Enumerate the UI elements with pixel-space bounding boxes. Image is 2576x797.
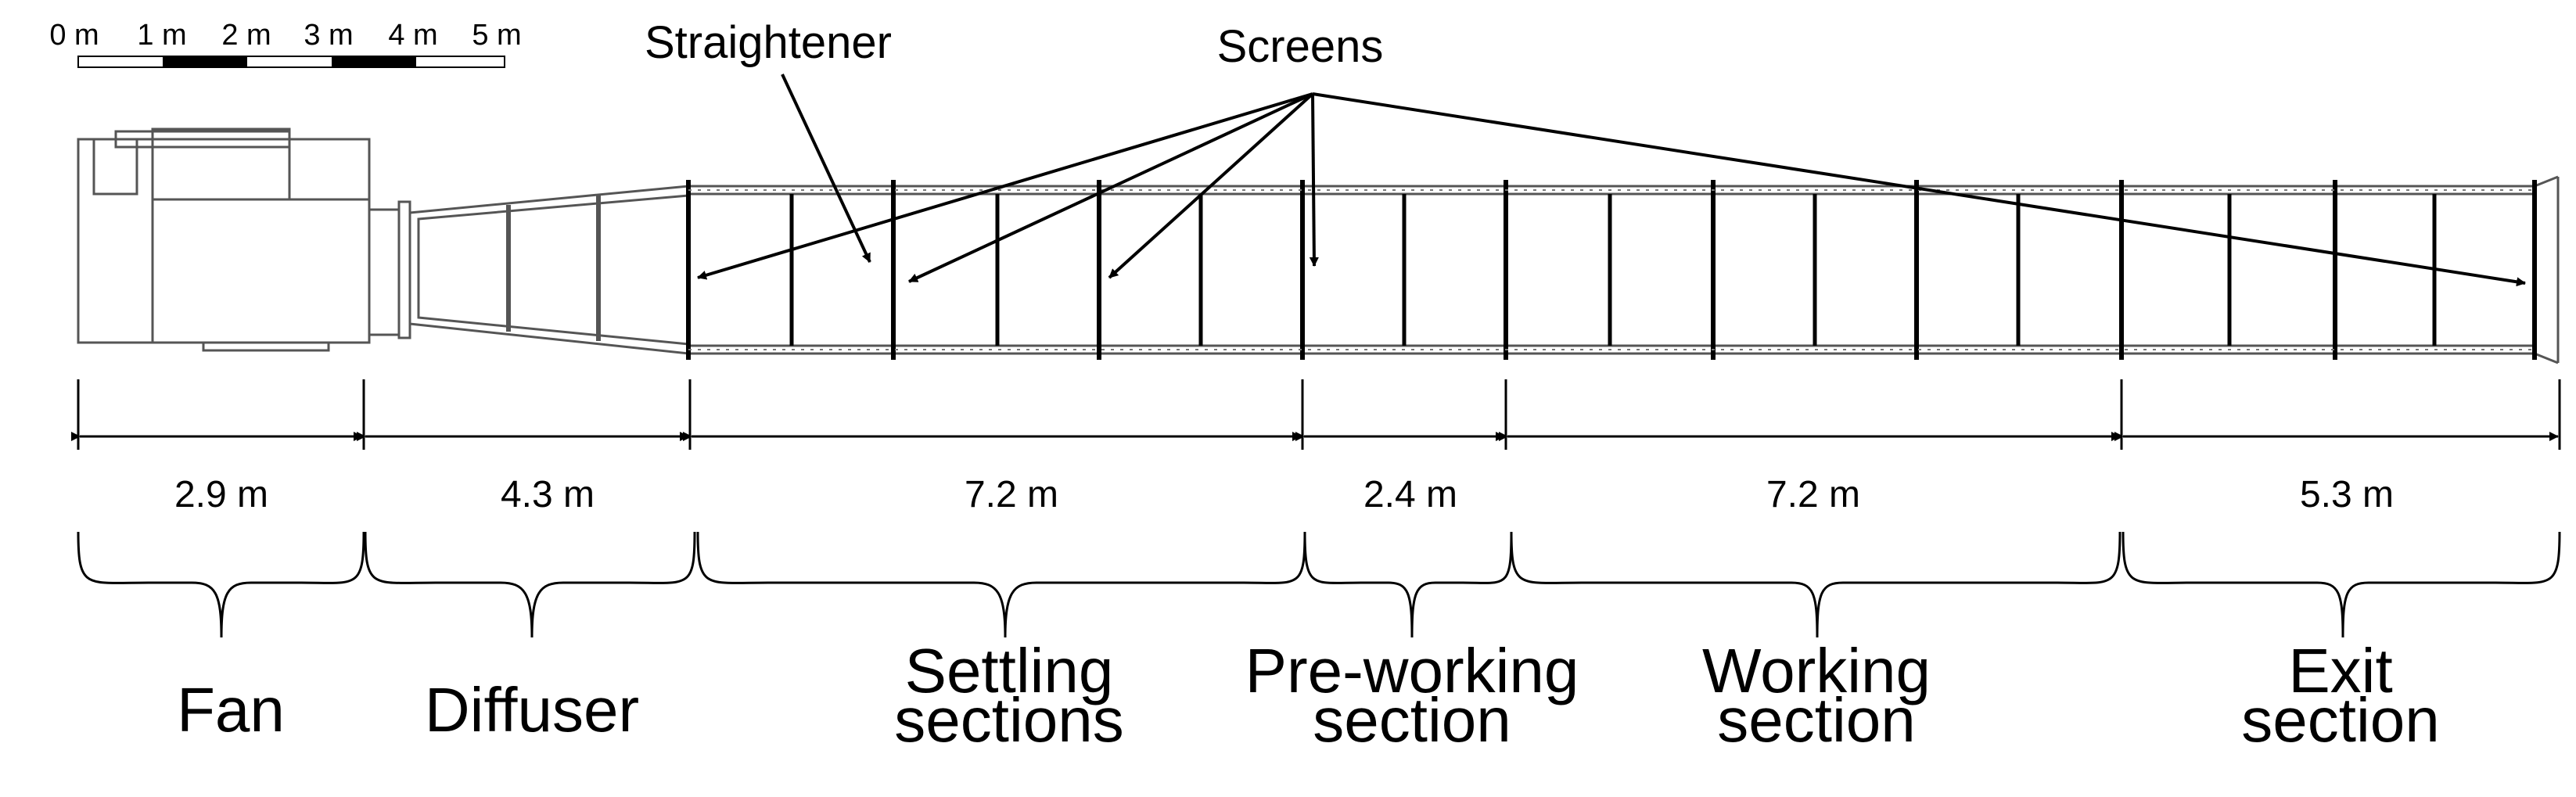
scale-label-3: 3 m — [304, 19, 353, 52]
brace-working — [1510, 531, 2122, 638]
brace-fan — [77, 531, 365, 638]
section-name-exit-line1: Exit — [2288, 636, 2392, 705]
section-name-working-line2: section — [1717, 685, 1915, 755]
dim-label-settling: 7.2 m — [965, 474, 1058, 515]
dimension-labels: 2.9 m 4.3 m 7.2 m 2.4 m 7.2 m 5.3 m — [174, 474, 2394, 515]
section-name-exit-line2: section — [2241, 685, 2439, 755]
tunnel-body — [686, 175, 2560, 364]
scale-label-0: 0 m — [49, 19, 99, 52]
scale-segment-dark-2 — [332, 56, 416, 67]
scale-segment-dark-1 — [163, 56, 247, 67]
brace-pre-working — [1303, 531, 1513, 638]
scale-label-1: 1 m — [137, 19, 186, 52]
section-name-pre-working-line1: Pre-working — [1245, 636, 1579, 705]
screen-arrow-5 — [1312, 92, 2526, 287]
scale-bar: 0 m 1 m 2 m 3 m 4 m 5 m — [49, 19, 522, 68]
scale-label-4: 4 m — [388, 19, 437, 52]
screens-callout: Screens — [697, 21, 2526, 287]
dim-label-exit: 5.3 m — [2300, 474, 2394, 515]
diffuser — [397, 185, 690, 355]
brace-exit — [2122, 531, 2561, 638]
scale-label-5: 5 m — [472, 19, 521, 52]
straightener-label: Straightener — [645, 17, 892, 68]
screen-arrow-2 — [908, 92, 1313, 283]
dim-label-diffuser: 4.3 m — [501, 474, 595, 515]
dim-label-pre-working: 2.4 m — [1363, 474, 1457, 515]
section-name-pre-working-line2: section — [1313, 685, 1511, 755]
fan-unit — [77, 127, 401, 352]
section-name-settling-line2: sections — [894, 685, 1123, 755]
dimension-ticks — [77, 379, 2561, 450]
section-braces — [77, 531, 2561, 638]
brace-diffuser — [364, 531, 696, 638]
screen-arrow-4 — [1309, 93, 1319, 267]
brace-settling — [696, 531, 1306, 638]
screen-arrow-3 — [1108, 92, 1314, 279]
section-name-working-line1: Working — [1702, 636, 1931, 705]
section-name-settling-line1: Settling — [905, 636, 1114, 705]
dim-label-fan: 2.9 m — [174, 474, 268, 515]
screen-arrow-1 — [697, 92, 1313, 280]
straightener-callout: Straightener — [645, 17, 892, 263]
section-name-fan: Fan — [177, 675, 285, 745]
scale-label-2: 2 m — [221, 19, 271, 52]
screens-label: Screens — [1217, 21, 1384, 72]
dim-label-working: 7.2 m — [1766, 474, 1860, 515]
section-name-diffuser: Diffuser — [425, 675, 639, 745]
section-names: Fan Diffuser Settling sections Pre-worki… — [177, 636, 2440, 755]
